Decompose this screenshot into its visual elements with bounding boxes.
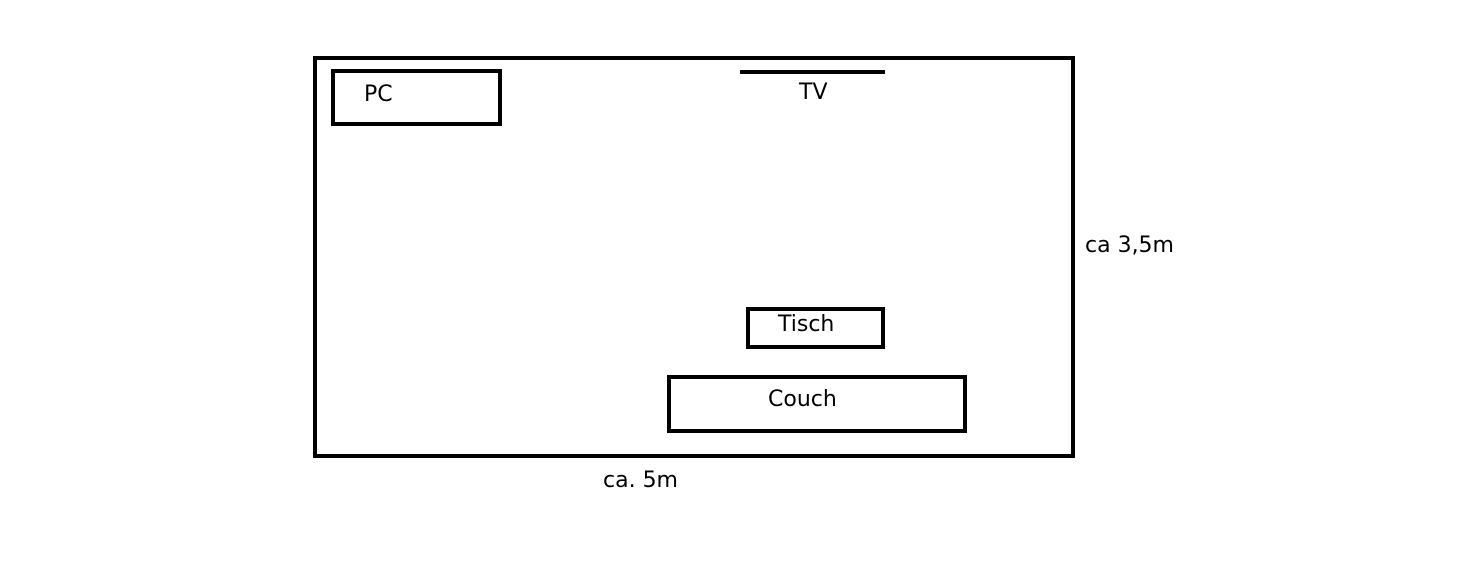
table-label: Tisch (778, 312, 835, 337)
width-dimension-label: ca. 5m (603, 468, 678, 493)
table-box (746, 307, 885, 349)
height-dimension-label: ca 3,5m (1085, 233, 1174, 258)
room-outline (313, 56, 1075, 458)
tv-label: TV (799, 80, 828, 105)
couch-box (667, 375, 967, 433)
couch-label: Couch (768, 387, 837, 412)
pc-label: PC (364, 82, 393, 107)
tv-line (740, 70, 885, 74)
pc-box (331, 69, 502, 126)
